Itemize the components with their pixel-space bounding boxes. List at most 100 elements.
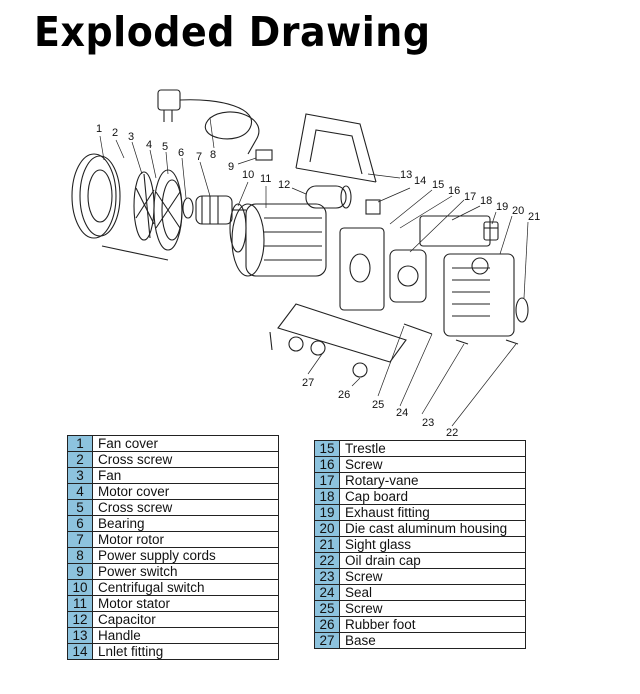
part-name: Motor cover — [92, 483, 279, 500]
callout-17: 17 — [464, 191, 476, 203]
handle-shape — [295, 113, 377, 183]
rotary-vane-shape — [389, 249, 427, 303]
part-name: Handle — [92, 627, 279, 644]
part-number: 6 — [67, 515, 93, 532]
callout-6: 6 — [178, 147, 184, 159]
base-shape — [277, 303, 407, 378]
callout-4: 4 — [146, 139, 152, 151]
bearing-shape — [182, 197, 194, 219]
part-name: Rotary-vane — [339, 472, 526, 489]
part-name: Fan — [92, 467, 279, 484]
part-number: 11 — [67, 595, 93, 612]
part-number: 12 — [67, 611, 93, 628]
callout-8: 8 — [210, 149, 216, 161]
part-name: Screw — [339, 456, 526, 473]
part-number: 25 — [314, 600, 340, 617]
part-number: 24 — [314, 584, 340, 601]
callout-24: 24 — [396, 407, 408, 419]
part-number: 17 — [314, 472, 340, 489]
callout-14: 14 — [414, 175, 426, 187]
part-name: Sight glass — [339, 536, 526, 553]
part-number: 19 — [314, 504, 340, 521]
callout-25: 25 — [372, 399, 384, 411]
callout-26: 26 — [338, 389, 350, 401]
cap-board-shape — [419, 215, 491, 247]
part-name: Base — [339, 632, 526, 649]
part-number: 21 — [314, 536, 340, 553]
part-name: Capacitor — [92, 611, 279, 628]
part-number: 13 — [67, 627, 93, 644]
part-number: 18 — [314, 488, 340, 505]
part-name: Exhaust fitting — [339, 504, 526, 521]
fan-shape — [133, 171, 155, 241]
part-name: Centrifugal switch — [92, 579, 279, 596]
part-name: Seal — [339, 584, 526, 601]
part-number: 9 — [67, 563, 93, 580]
callout-16: 16 — [448, 185, 460, 197]
callout-18: 18 — [480, 195, 492, 207]
part-number: 5 — [67, 499, 93, 516]
part-name: Cap board — [339, 488, 526, 505]
part-name: Fan cover — [92, 435, 279, 452]
part-number: 8 — [67, 547, 93, 564]
part-name: Motor rotor — [92, 531, 279, 548]
callout-20: 20 — [512, 205, 524, 217]
part-name: Oil drain cap — [339, 552, 526, 569]
part-name: Lnlet fitting — [92, 643, 279, 660]
callout-11: 11 — [260, 173, 271, 185]
callout-3: 3 — [128, 131, 134, 143]
page-title: Exploded Drawing — [34, 8, 431, 56]
end-plate-shape — [339, 227, 385, 311]
callout-12: 12 — [278, 179, 290, 191]
part-name: Cross screw — [92, 499, 279, 516]
part-number: 20 — [314, 520, 340, 537]
part-name: Cross screw — [92, 451, 279, 468]
callout-2: 2 — [112, 127, 118, 139]
callout-27: 27 — [302, 377, 314, 389]
part-number: 10 — [67, 579, 93, 596]
exploded-drawing: 1 2 3 4 5 6 7 8 9 10 11 12 13 14 15 16 1… — [71, 89, 540, 439]
part-number: 26 — [314, 616, 340, 633]
housing-shape — [443, 253, 515, 337]
part-name: Die cast aluminum housing — [339, 520, 526, 537]
part-number: 2 — [67, 451, 93, 468]
part-number: 16 — [314, 456, 340, 473]
part-number: 7 — [67, 531, 93, 548]
power-cord-shape — [157, 89, 260, 155]
part-number: 23 — [314, 568, 340, 585]
callout-5: 5 — [162, 141, 168, 153]
callout-23: 23 — [422, 417, 434, 429]
part-name: Power supply cords — [92, 547, 279, 564]
callout-22: 22 — [446, 427, 458, 439]
part-name: Bearing — [92, 515, 279, 532]
callout-1: 1 — [96, 123, 102, 135]
part-number: 15 — [314, 440, 340, 457]
part-number: 3 — [67, 467, 93, 484]
part-name: Motor stator — [92, 595, 279, 612]
part-number: 27 — [314, 632, 340, 649]
callout-10: 10 — [242, 169, 254, 181]
